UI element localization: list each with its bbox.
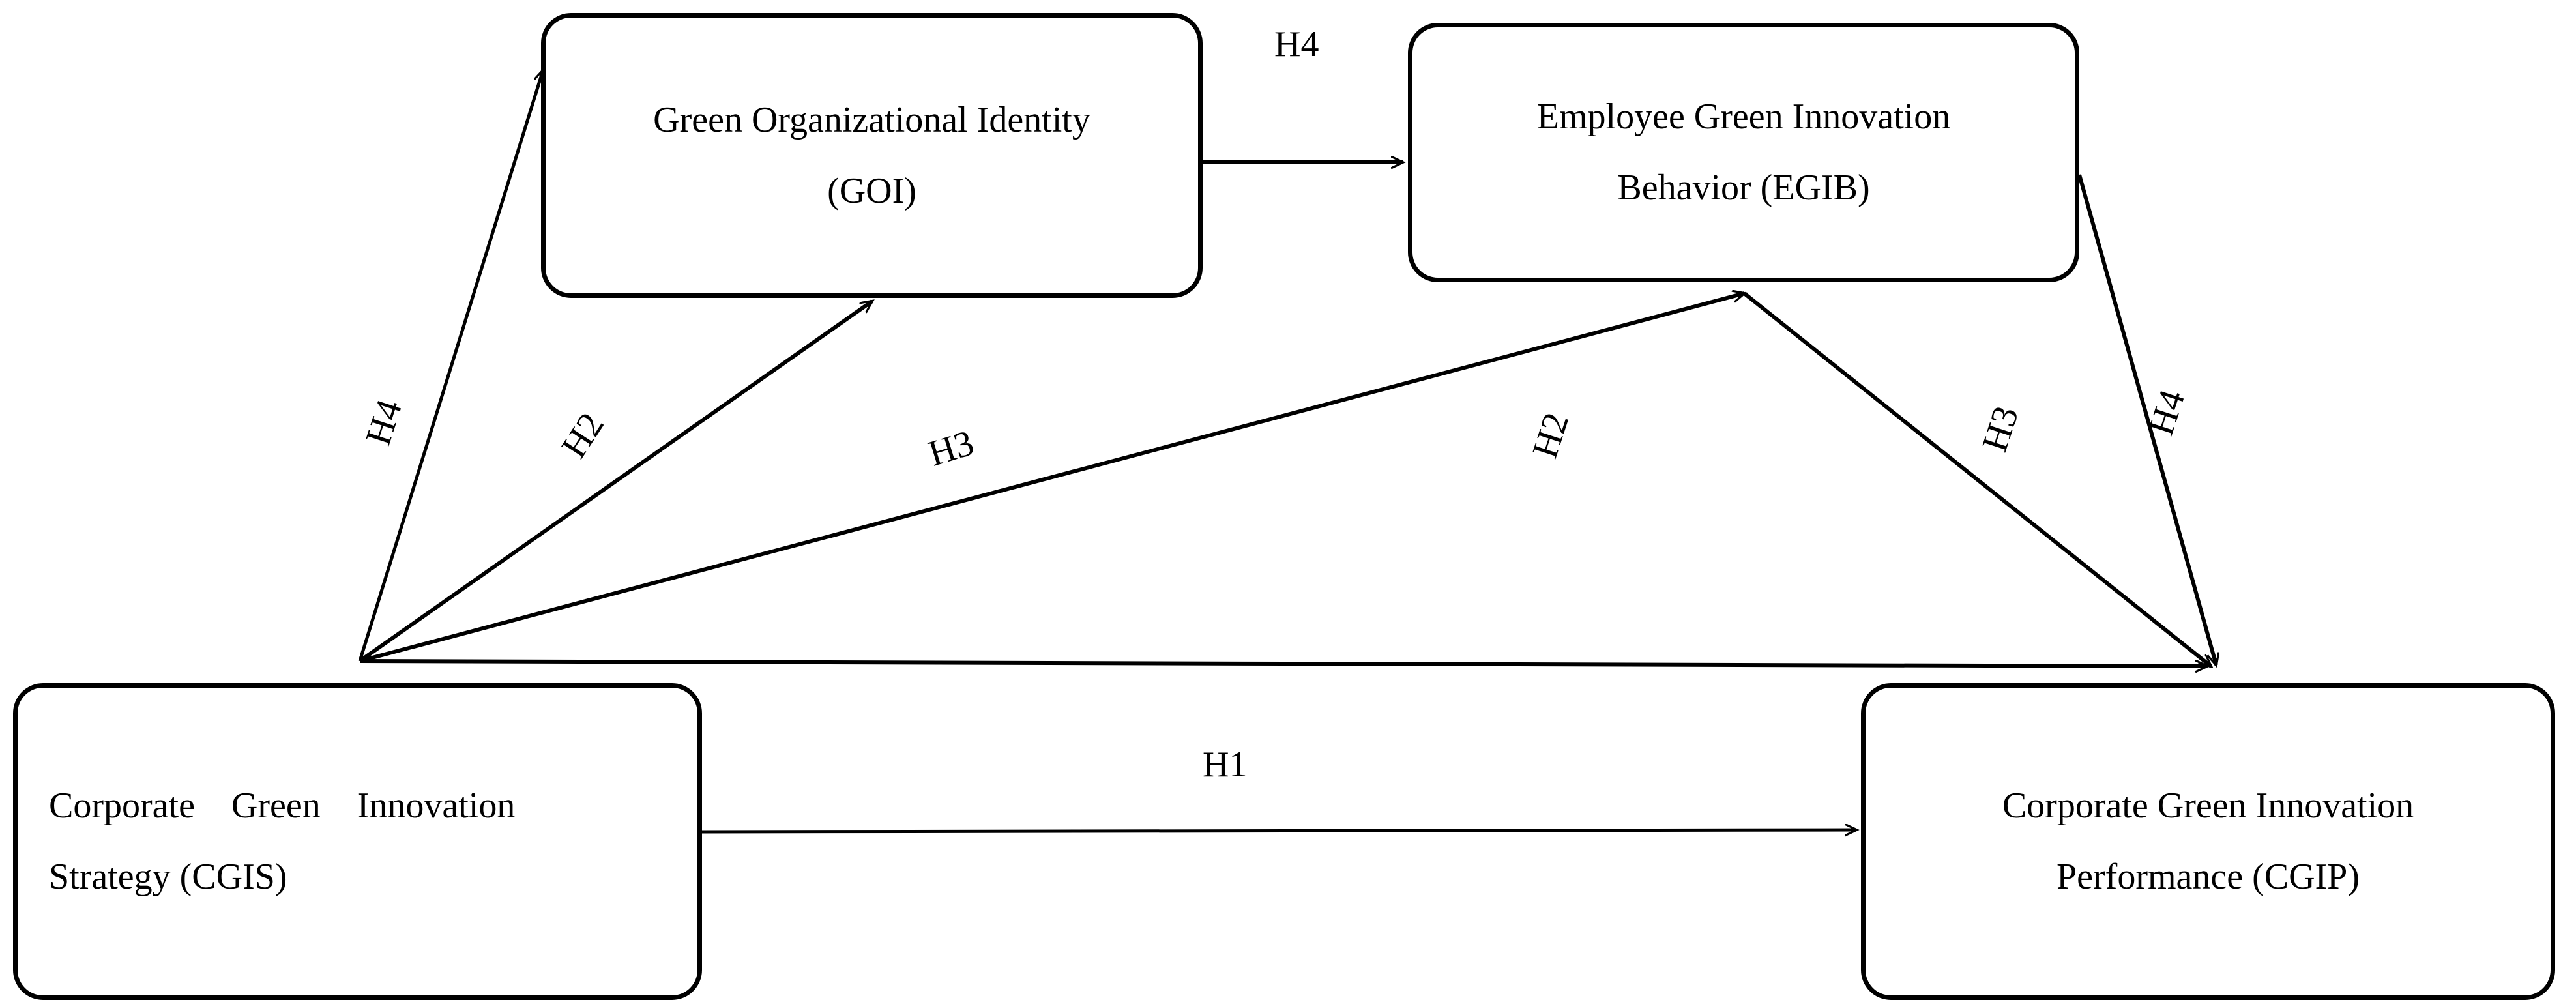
node-cgip[interactable]: Corporate Green Innovation Performance (… — [1861, 683, 2555, 1000]
edge-label-h1-cgis-cgip: H1 — [1203, 744, 1248, 785]
edge-label-h2-cgis-cgip: H2 — [1525, 407, 1577, 463]
node-cgis-line1: Corporate Green Innovation — [49, 786, 516, 827]
edge-label-h3-egib-cgip: H3 — [1974, 401, 2027, 457]
edge-h3-cgis-egib — [359, 293, 1744, 663]
node-goi-line1: Green Organizational Identity — [653, 99, 1090, 140]
edge-label-h4-cgis-goi: H4 — [358, 394, 411, 450]
edge-label-h4-egib-cgip: H4 — [2141, 385, 2193, 441]
edge-label-h2-cgis-goi: H2 — [553, 405, 612, 465]
node-cgis[interactable]: Corporate Green Innovation Strategy (CGI… — [13, 683, 702, 1000]
edge-h4-cgis-goi — [358, 70, 543, 662]
edge-h1-cgis-cgip — [701, 830, 1856, 832]
edge-h2-cgis-cgip — [359, 659, 2207, 666]
node-egib-line2: Behavior (EGIB) — [1617, 168, 1870, 208]
node-cgip-line2: Performance (CGIP) — [2056, 857, 2360, 897]
node-goi[interactable]: Green Organizational Identity (GOI) — [541, 13, 1203, 298]
edge-h3-egib-cgip — [1743, 291, 2211, 666]
node-cgis-line2: Strategy (CGIS) — [49, 857, 287, 897]
edge-h2-cgis-goi — [359, 301, 872, 663]
node-egib-line1: Employee Green Innovation — [1536, 96, 1951, 138]
node-goi-line2: (GOI) — [827, 170, 916, 211]
node-egib[interactable]: Employee Green Innovation Behavior (EGIB… — [1408, 23, 2079, 282]
edge-label-h4-goi-egib: H4 — [1274, 24, 1319, 65]
edge-label-h3-cgis-egib: H3 — [924, 422, 979, 475]
node-cgip-line1: Corporate Green Innovation — [2002, 786, 2414, 827]
